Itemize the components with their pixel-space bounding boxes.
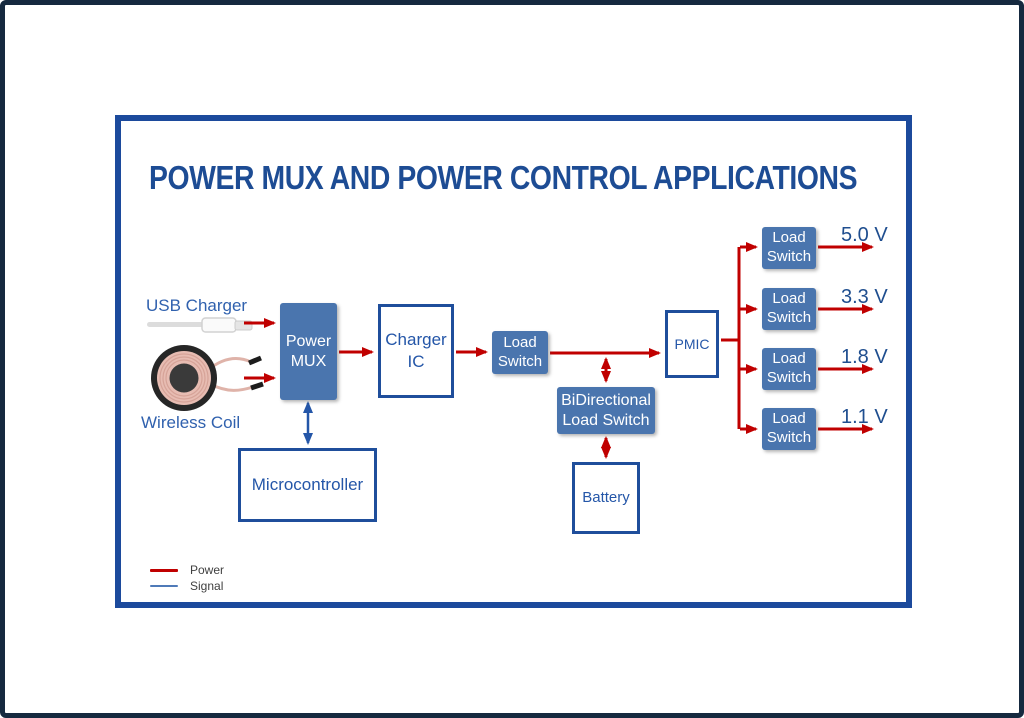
usb-cable-icon	[147, 317, 253, 333]
bidirectional-load-switch-block: BiDirectional Load Switch	[557, 387, 655, 434]
voltage-label-3v3: 3.3 V	[841, 286, 888, 308]
load-switch-1v8-block: Load Switch	[762, 348, 816, 390]
microcontroller-label: Microcontroller	[251, 474, 364, 494]
power-mux-block: Power MUX	[280, 303, 337, 400]
power-mux-label-line2: MUX	[290, 352, 327, 370]
battery-label: Battery	[582, 489, 630, 507]
legend-signal-line	[150, 585, 178, 587]
bidi-load-switch-line2: Load Switch	[562, 411, 650, 429]
load-switch-5v-line2: Switch	[766, 248, 812, 265]
bidi-load-switch-line1: BiDirectional	[561, 391, 651, 409]
charger-ic-label-line1: Charger	[385, 329, 447, 349]
charger-ic-block: Charger IC	[378, 304, 454, 398]
power-mux-label-line1: Power	[285, 332, 332, 350]
load-switch-5v-line1: Load	[772, 229, 806, 247]
voltage-label-5v: 5.0 V	[841, 224, 888, 246]
battery-block: Battery	[572, 462, 640, 534]
load-switch-1v1-line2: Switch	[766, 429, 812, 446]
load-switch-main-line2: Switch	[497, 352, 543, 370]
load-switch-1v1-block: Load Switch	[762, 408, 816, 450]
voltage-label-1v8: 1.8 V	[841, 346, 888, 368]
load-switch-1v1-line1: Load	[772, 410, 806, 428]
voltage-label-1v1: 1.1 V	[841, 406, 888, 428]
usb-charger-label: USB Charger	[146, 296, 248, 315]
load-switch-3v3-block: Load Switch	[762, 288, 816, 330]
load-switch-1v8-line2: Switch	[766, 369, 812, 386]
wireless-coil-label: Wireless Coil	[141, 413, 241, 432]
load-switch-1v8-line1: Load	[772, 350, 806, 368]
legend-signal-label: Signal	[190, 579, 224, 593]
wireless-coil-icon	[151, 345, 264, 411]
pmic-block: PMIC	[665, 310, 719, 378]
diagram-title: POWER MUX AND POWER CONTROL APPLICATIONS	[149, 159, 858, 196]
load-switch-5v-block: Load Switch	[762, 227, 816, 269]
load-switch-main-block: Load Switch	[492, 331, 548, 374]
load-switch-main-line1: Load	[503, 333, 537, 351]
legend-power-line	[150, 568, 178, 572]
legend-power-label: Power	[190, 563, 225, 577]
pmic-label: PMIC	[674, 335, 710, 352]
load-switch-3v3-line2: Switch	[766, 309, 812, 326]
charger-ic-label-line2: IC	[407, 352, 425, 371]
legend-power-row: Power	[150, 564, 224, 576]
load-switch-3v3-line1: Load	[772, 290, 806, 308]
legend-signal-row: Signal	[150, 580, 223, 592]
microcontroller-block: Microcontroller	[238, 448, 377, 522]
